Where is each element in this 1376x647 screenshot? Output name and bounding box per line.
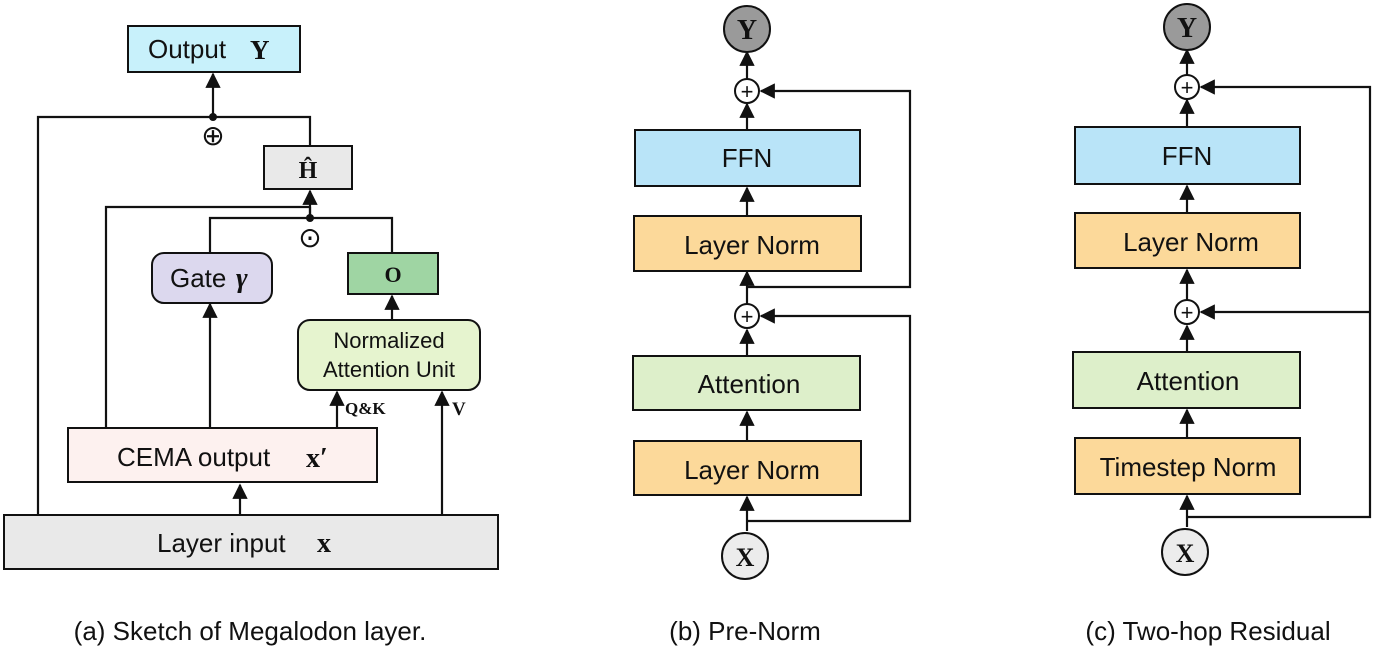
output-symbol: Y (250, 35, 270, 65)
panel-c-connectors (1179, 48, 1372, 527)
sum-node-bottom-c (1174, 299, 1200, 325)
mult-junction-dot (306, 214, 314, 222)
cema-box (67, 427, 378, 483)
h-hat-box (263, 145, 353, 190)
sum-node-bottom-label-c: + (1181, 300, 1194, 325)
o-label: O (384, 262, 401, 287)
input-x-node-c (1161, 528, 1209, 576)
input-x-label: X (736, 543, 755, 572)
ffn-box (634, 129, 861, 187)
h-hat-label: Ĥ (299, 157, 318, 184)
ffn-box-c (1074, 126, 1301, 185)
layer-input-symbol: x (317, 528, 331, 559)
attention-label-c: Attention (1137, 366, 1240, 396)
input-x-node (721, 532, 769, 580)
output-box (127, 25, 301, 73)
caption-b: (b) Pre-Norm (669, 616, 821, 646)
residual-line (36, 115, 312, 515)
sum-node-bottom (734, 303, 760, 329)
layer-input-box (3, 514, 499, 570)
cema-skip-line (104, 205, 310, 428)
sum-node-top (734, 78, 760, 104)
o-box (347, 252, 439, 295)
layer-norm-bottom-box (633, 440, 862, 496)
sum-node-top-c (1174, 74, 1200, 100)
nau-line2: Attention Unit (323, 357, 455, 382)
output-y-node-c (1163, 3, 1211, 51)
ffn-label: FFN (722, 143, 773, 173)
input-x-label-c: X (1176, 539, 1195, 568)
timestep-norm-box (1074, 437, 1301, 495)
sum-node-bottom-label: + (741, 304, 754, 329)
cema-label: CEMA output (117, 442, 271, 472)
caption-a: (a) Sketch of Megalodon layer. (74, 616, 427, 646)
gate-line (208, 216, 394, 253)
qk-label: Q&K (345, 399, 386, 418)
gate-symbol: γ (236, 263, 248, 294)
sum-symbol: ⊕ (201, 120, 224, 151)
nau-box (297, 319, 481, 391)
layer-norm-label-c: Layer Norm (1123, 227, 1259, 257)
layer-norm-box-c (1074, 212, 1301, 269)
attention-label: Attention (698, 369, 801, 399)
sum-node-top-label-c: + (1181, 75, 1194, 100)
caption-c: (c) Two-hop Residual (1085, 616, 1330, 646)
timestep-norm-label: Timestep Norm (1100, 452, 1277, 482)
output-label: Output (148, 34, 227, 64)
panel-a (36, 72, 450, 515)
gate-box (151, 252, 273, 304)
panel-b-connectors (739, 50, 912, 531)
cema-symbol: x′ (306, 443, 328, 474)
attention-box-c (1072, 351, 1301, 409)
output-y-label-c: Y (1177, 13, 1197, 44)
nau-line1: Normalized (333, 328, 444, 353)
output-y-node (723, 5, 771, 53)
layer-input-label: Layer input (157, 528, 286, 558)
layer-norm-top-label: Layer Norm (684, 230, 820, 260)
output-y-label: Y (737, 15, 757, 46)
ffn-label-c: FFN (1162, 141, 1213, 171)
attention-box (632, 355, 861, 411)
sum-node-top-label: + (741, 79, 754, 104)
layer-norm-top-box (633, 215, 862, 272)
layer-norm-bottom-label: Layer Norm (684, 455, 820, 485)
sum-junction-dot (209, 113, 217, 121)
v-label: V (452, 399, 466, 420)
odot-symbol: ⊙ (298, 222, 321, 253)
gate-label: Gate (170, 263, 226, 293)
